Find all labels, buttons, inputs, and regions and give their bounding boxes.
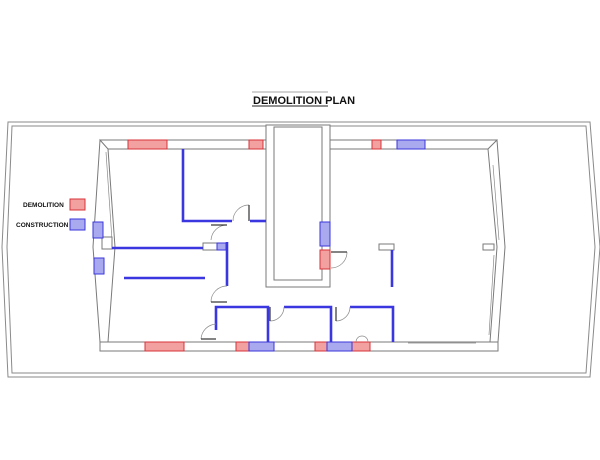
- legend-item-construction: CONSTRUCTION: [16, 218, 86, 231]
- core-shaft: [265, 124, 331, 288]
- new-walls: [112, 149, 395, 342]
- exterior-walls: [92, 138, 506, 352]
- legend-swatch-demolition: [69, 198, 86, 211]
- legend: DEMOLITION CONSTRUCTION: [16, 198, 86, 231]
- legend-label-construction: CONSTRUCTION: [16, 222, 69, 229]
- legend-label-demolition: DEMOLITION: [23, 202, 64, 209]
- demolition-zones: [127, 139, 382, 352]
- legend-item-demolition: DEMOLITION: [23, 198, 86, 211]
- plan-title: DEMOLITION PLAN: [252, 91, 355, 107]
- construction-zones: [92, 139, 426, 352]
- plan-title-text: DEMOLITION PLAN: [253, 95, 355, 107]
- doors: [200, 204, 369, 343]
- legend-swatch-construction: [69, 218, 86, 231]
- wall-stub: [101, 236, 113, 250]
- wall-stub: [482, 243, 495, 251]
- site-outline: [1, 121, 600, 378]
- wall-stub: [378, 243, 395, 251]
- wall-stub: [202, 242, 218, 251]
